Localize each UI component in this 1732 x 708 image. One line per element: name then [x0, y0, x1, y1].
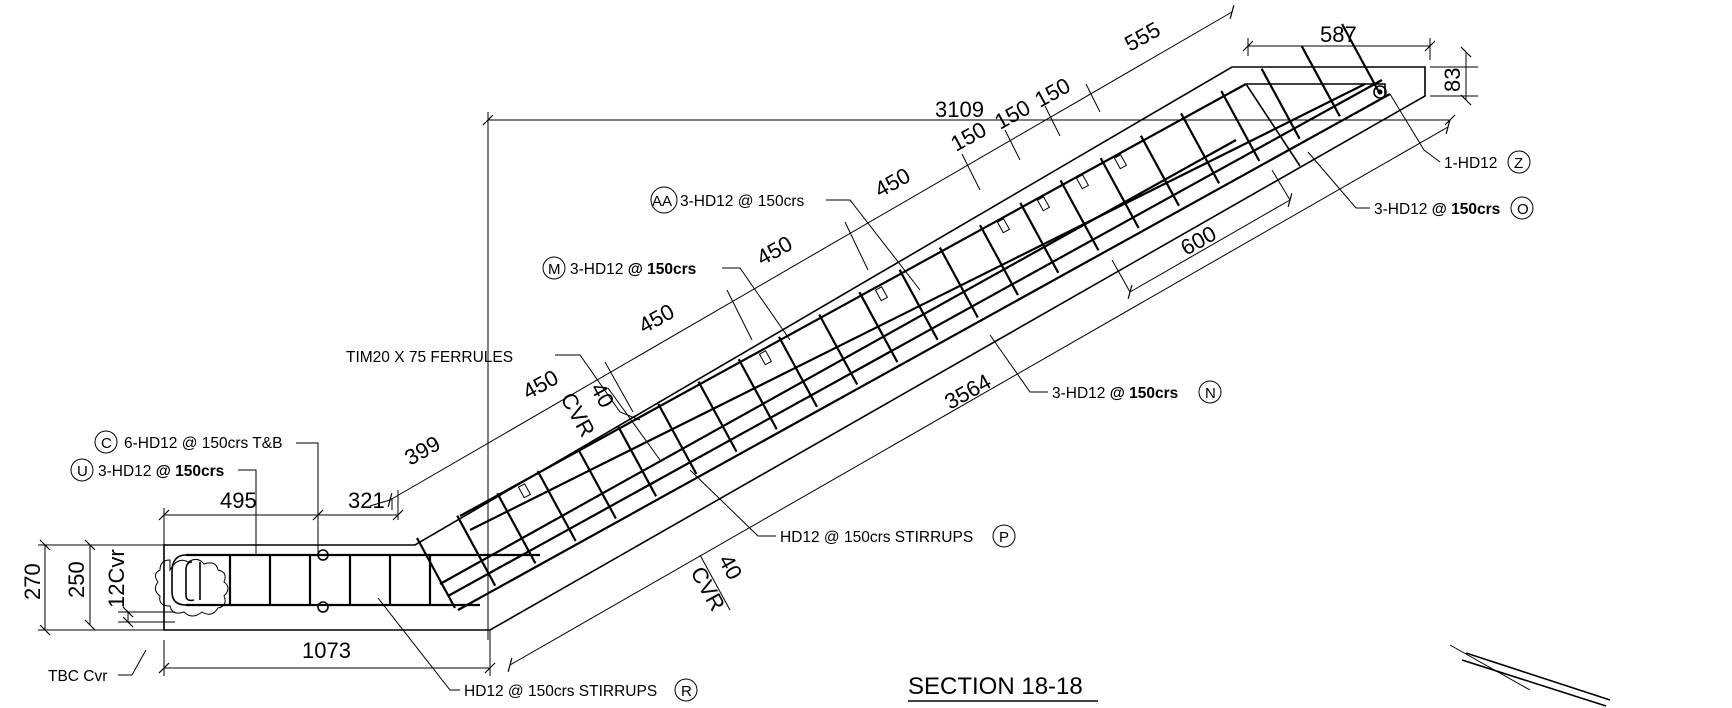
callout-tbc-text: TBC Cvr — [48, 668, 107, 685]
stirrup — [1220, 90, 1261, 162]
dim-600: 600 — [1176, 221, 1220, 261]
callout-m-text: 3-HD12 @ 150crs — [570, 261, 696, 278]
dim-450-a: 450 — [870, 163, 914, 203]
callout-c-mark: C — [101, 435, 112, 452]
dim-399: 399 — [400, 431, 444, 471]
dim-587: 587 — [1320, 22, 1357, 47]
dim-321: 321 — [348, 488, 385, 513]
stirrup — [496, 492, 537, 564]
callout-r-text: HD12 @ 150crs STIRRUPS — [464, 683, 657, 700]
dim-150-a: 150 — [1030, 73, 1074, 113]
callout-n-text: 3-HD12 @ 150crs — [1052, 385, 1178, 402]
stirrup — [898, 269, 939, 341]
stirrup — [1300, 45, 1341, 117]
stirrup — [536, 470, 577, 542]
callout-u-mark: U — [77, 463, 88, 480]
stirrup — [778, 336, 818, 408]
ferrules — [517, 154, 1128, 499]
section-title: SECTION 18-18 — [908, 673, 1083, 700]
stirrup — [456, 515, 497, 587]
stirrup — [1019, 202, 1060, 274]
callout-u-text: 3-HD12 @ 150crs — [98, 463, 224, 480]
dim-40-bot: 40 — [714, 550, 748, 584]
dim-150-b: 150 — [990, 95, 1034, 135]
callout-r-mark: R — [681, 683, 692, 700]
dim-12cvr: 12Cvr — [104, 549, 129, 608]
dim-83: 83 — [1440, 68, 1465, 92]
callout-ferrules-text: TIM20 X 75 FERRULES — [346, 349, 513, 366]
stirrup — [938, 246, 979, 319]
mark-z-circle — [1507, 150, 1531, 174]
stirrup — [617, 425, 658, 497]
leader-lines — [118, 93, 1611, 707]
callout-n-mark: N — [1205, 385, 1216, 402]
dim-555: 555 — [1120, 17, 1164, 57]
stirrup — [1341, 23, 1381, 95]
dim-450-d: 450 — [518, 365, 562, 405]
callout-p-mark: P — [999, 529, 1009, 546]
callout-aa-text: 3-HD12 @ 150crs — [680, 193, 805, 210]
dim-270: 270 — [20, 563, 45, 600]
stirrup — [858, 291, 899, 363]
stirrup — [416, 537, 456, 609]
revision-cloud — [154, 558, 229, 617]
stirrup — [697, 381, 738, 453]
callout-p-text: HD12 @ 150crs STIRRUPS — [780, 529, 973, 546]
stirrup — [1059, 179, 1100, 251]
dim-250: 250 — [64, 561, 89, 598]
callout-z-mark: Z — [1514, 155, 1523, 172]
callout-z-text: 1-HD12 — [1444, 155, 1497, 172]
callout-c-text: 6-HD12 @ 150crs T&B — [124, 435, 282, 452]
dimension-texts: 3109 587 555 83 150 150 150 450 450 450 … — [20, 17, 1465, 663]
dim-450-c: 450 — [634, 299, 678, 339]
stirrup — [1139, 135, 1180, 207]
dim-150-c: 150 — [946, 117, 990, 157]
stirrup — [818, 313, 859, 386]
dim-495: 495 — [220, 488, 257, 513]
stirrup — [657, 403, 698, 475]
dim-1073: 1073 — [302, 638, 351, 663]
callout-o-text: 3-HD12 @ 150crs — [1374, 201, 1500, 218]
dim-3564: 3564 — [940, 369, 995, 415]
callout-m-mark: M — [548, 261, 561, 278]
callout-o-mark: O — [1517, 201, 1529, 218]
dim-3109: 3109 — [935, 97, 984, 122]
stirrup — [1260, 68, 1301, 140]
callout-aa-mark: AA — [652, 193, 672, 210]
dim-450-b: 450 — [752, 231, 796, 271]
callouts: 1-HD12 Z 3-HD12 @ 150crs O AA 3-HD12 @ 1… — [48, 150, 1534, 702]
